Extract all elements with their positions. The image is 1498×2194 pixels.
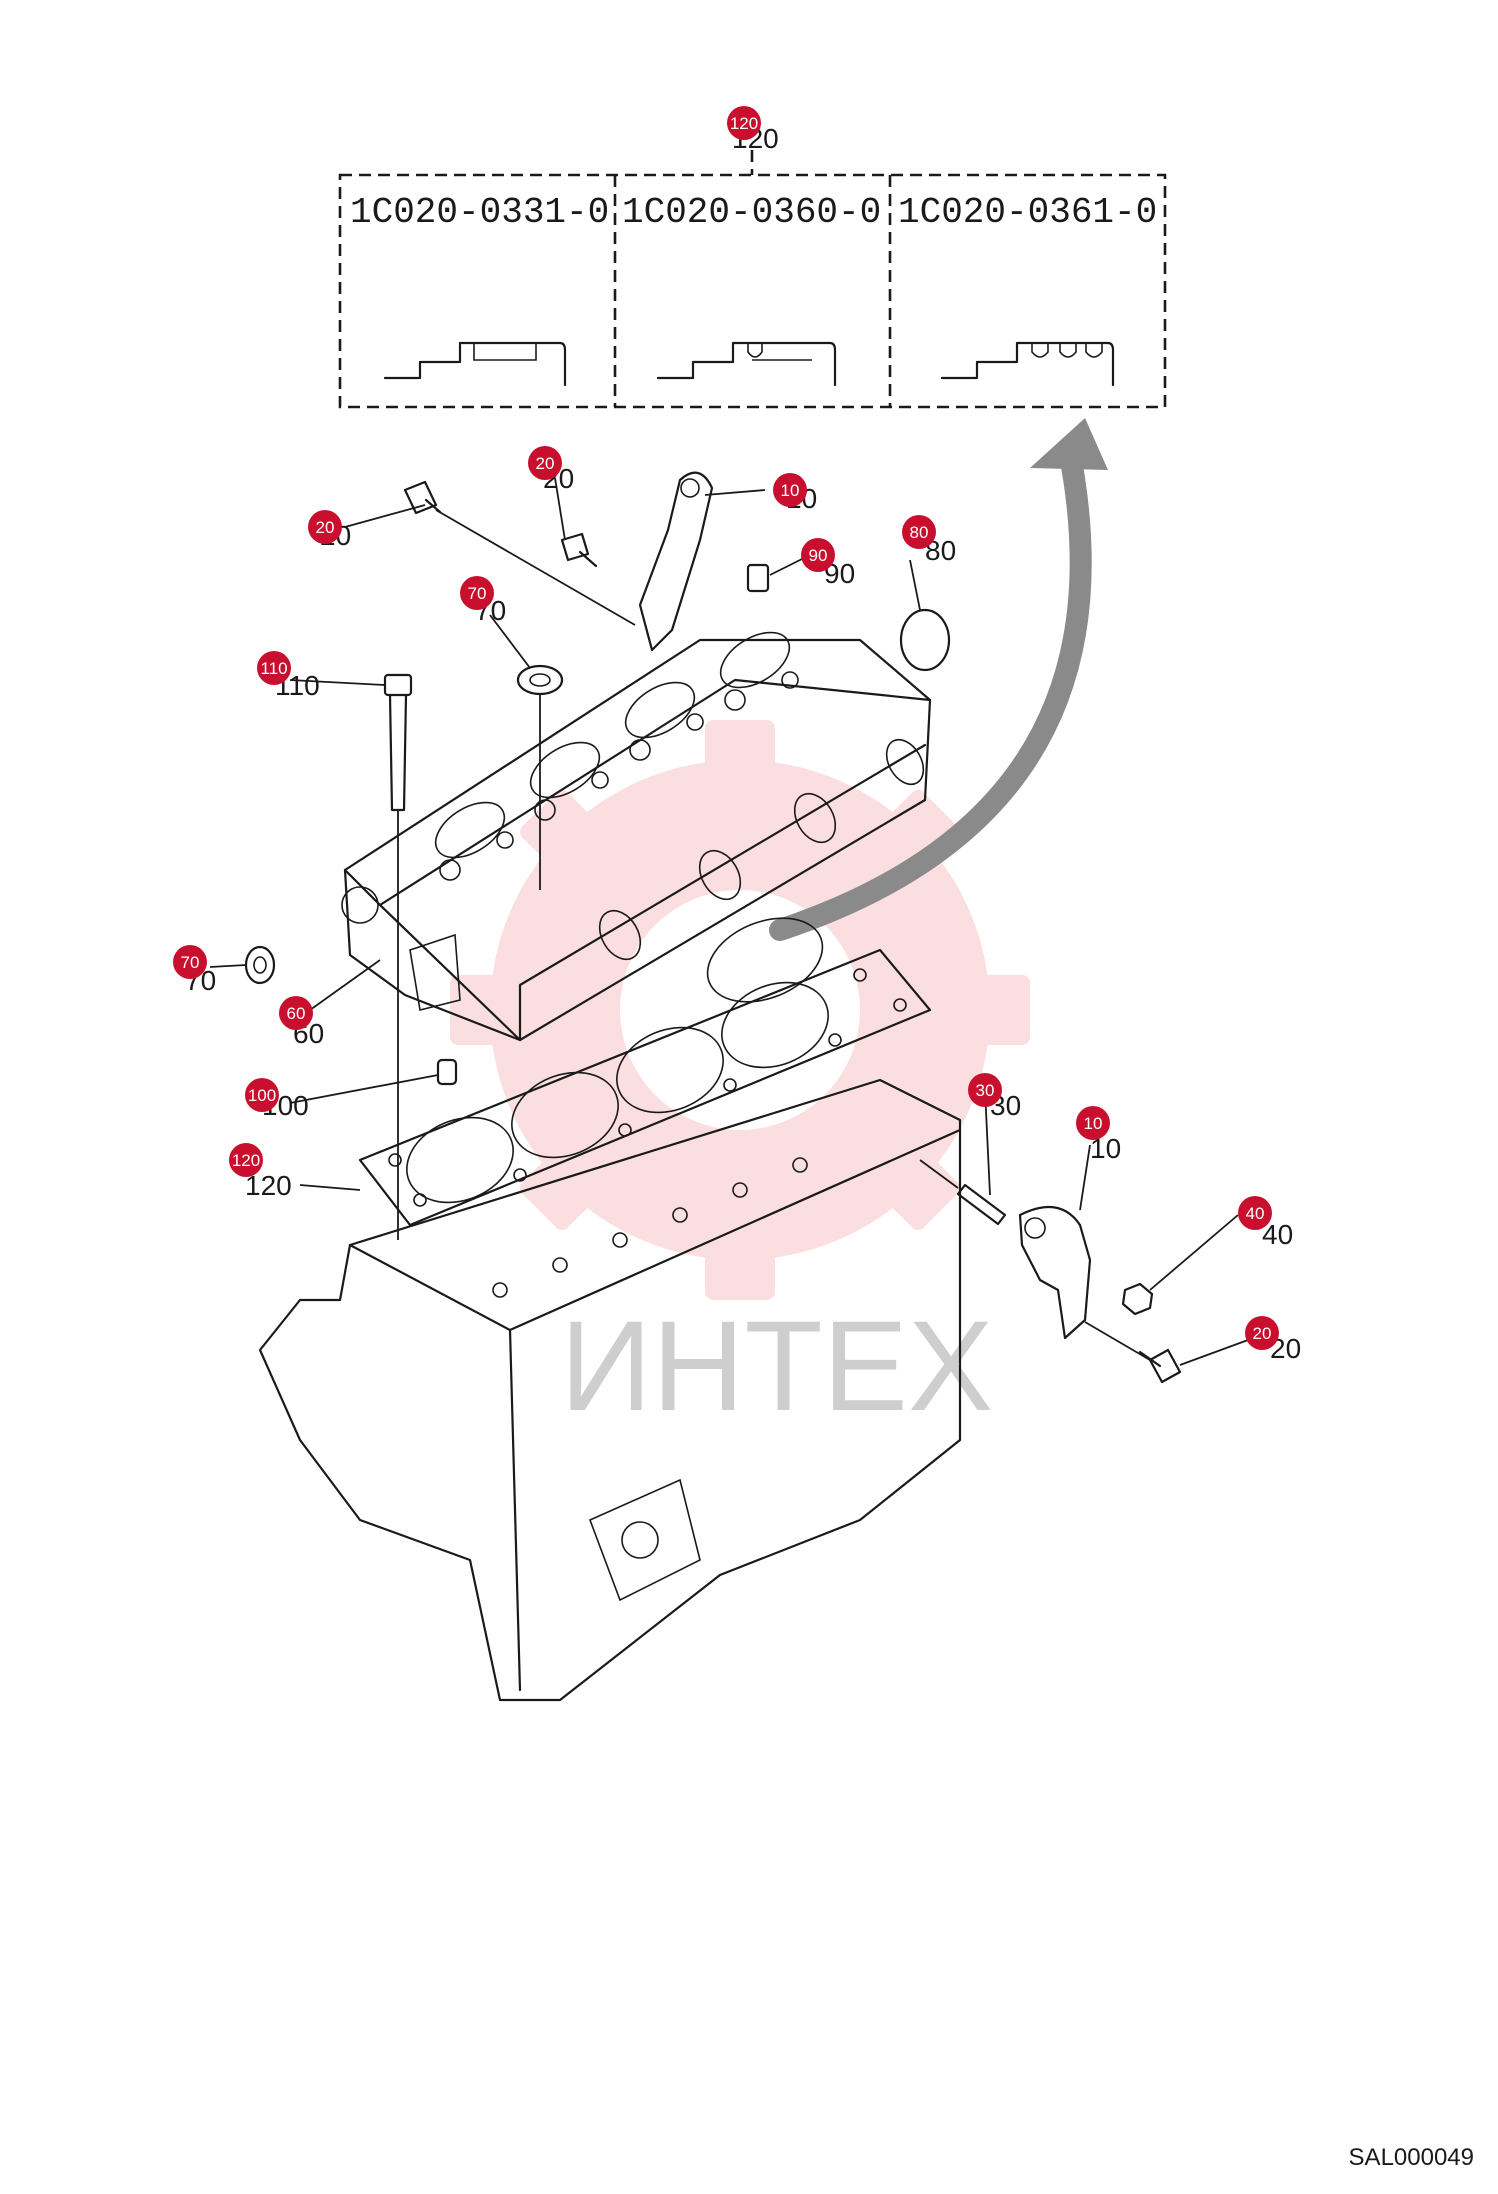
callout-120-bottom[interactable]: 120 xyxy=(229,1143,263,1177)
head-gasket xyxy=(358,917,932,1227)
watermark-text: ИНТЕХ xyxy=(560,1295,993,1438)
callout-10-a[interactable]: 10 xyxy=(773,473,807,507)
svg-text:20: 20 xyxy=(536,454,555,473)
svg-text:80: 80 xyxy=(910,523,929,542)
callout-40[interactable]: 40 xyxy=(1238,1196,1272,1230)
bracket-bolt-upper xyxy=(560,532,598,568)
svg-text:120: 120 xyxy=(730,114,758,133)
svg-text:10: 10 xyxy=(781,481,800,500)
cap-plug-80 xyxy=(899,608,951,672)
svg-text:20: 20 xyxy=(316,518,335,537)
callout-70-a[interactable]: 70 xyxy=(460,576,494,610)
reference-arrow xyxy=(769,418,1108,941)
variant-panel: 1C020-0331-0 1C020-0360-0 1C020-0361-0 xyxy=(338,150,1167,409)
gasket-profile-1 xyxy=(383,341,567,387)
seal-70-side xyxy=(244,945,276,985)
leader-lines xyxy=(209,477,1249,1366)
bracket-bolt-lower xyxy=(1138,1348,1182,1384)
sheet-id-label: SAL000049 xyxy=(1348,2144,1474,2171)
callout-20-b[interactable]: 20 xyxy=(528,446,562,480)
svg-text:120: 120 xyxy=(232,1151,260,1170)
callout-60[interactable]: 60 xyxy=(279,996,313,1030)
callout-90[interactable]: 90 xyxy=(801,538,835,572)
svg-text:100: 100 xyxy=(248,1086,276,1105)
head-bolt xyxy=(383,673,413,812)
svg-text:60: 60 xyxy=(287,1004,306,1023)
svg-text:90: 90 xyxy=(809,546,828,565)
callouts: 120 20 20 10 90 80 70 110 70 60 100 120 … xyxy=(173,106,1279,1350)
callout-100[interactable]: 100 xyxy=(245,1078,279,1112)
svg-text:10: 10 xyxy=(1084,1114,1103,1133)
gasket-profile-2 xyxy=(656,341,837,387)
svg-text:40: 40 xyxy=(1246,1204,1265,1223)
svg-text:20: 20 xyxy=(1253,1324,1272,1343)
svg-text:110: 110 xyxy=(260,659,287,678)
engine-block xyxy=(258,1078,962,1702)
stud-bolt xyxy=(956,1183,1007,1226)
watermark-logo xyxy=(450,720,1030,1300)
svg-text:30: 30 xyxy=(976,1081,995,1100)
svg-text:70: 70 xyxy=(468,584,487,603)
callout-10-b[interactable]: 10 xyxy=(1076,1106,1110,1140)
callout-120-top[interactable]: 120 xyxy=(727,106,761,140)
dowel-pin-100 xyxy=(436,1058,458,1086)
gasket-profile-3 xyxy=(940,341,1115,387)
callout-20-a[interactable]: 20 xyxy=(308,510,342,544)
lifting-bracket-top xyxy=(638,471,714,652)
plug-90 xyxy=(746,563,770,593)
seal-70-top xyxy=(516,664,564,696)
callout-70-b[interactable]: 70 xyxy=(173,945,207,979)
part-number-1: 1C020-0331-0 xyxy=(350,192,609,233)
lifting-bracket-side xyxy=(1018,1205,1092,1340)
hex-nut xyxy=(1121,1282,1154,1316)
callout-20-c[interactable]: 20 xyxy=(1245,1316,1279,1350)
svg-text:70: 70 xyxy=(181,953,200,972)
part-number-3: 1C020-0361-0 xyxy=(898,192,1157,233)
part-number-2: 1C020-0360-0 xyxy=(622,192,881,233)
callout-110[interactable]: 110 xyxy=(257,651,291,685)
callout-80[interactable]: 80 xyxy=(902,515,936,549)
callout-30[interactable]: 30 xyxy=(968,1073,1002,1107)
